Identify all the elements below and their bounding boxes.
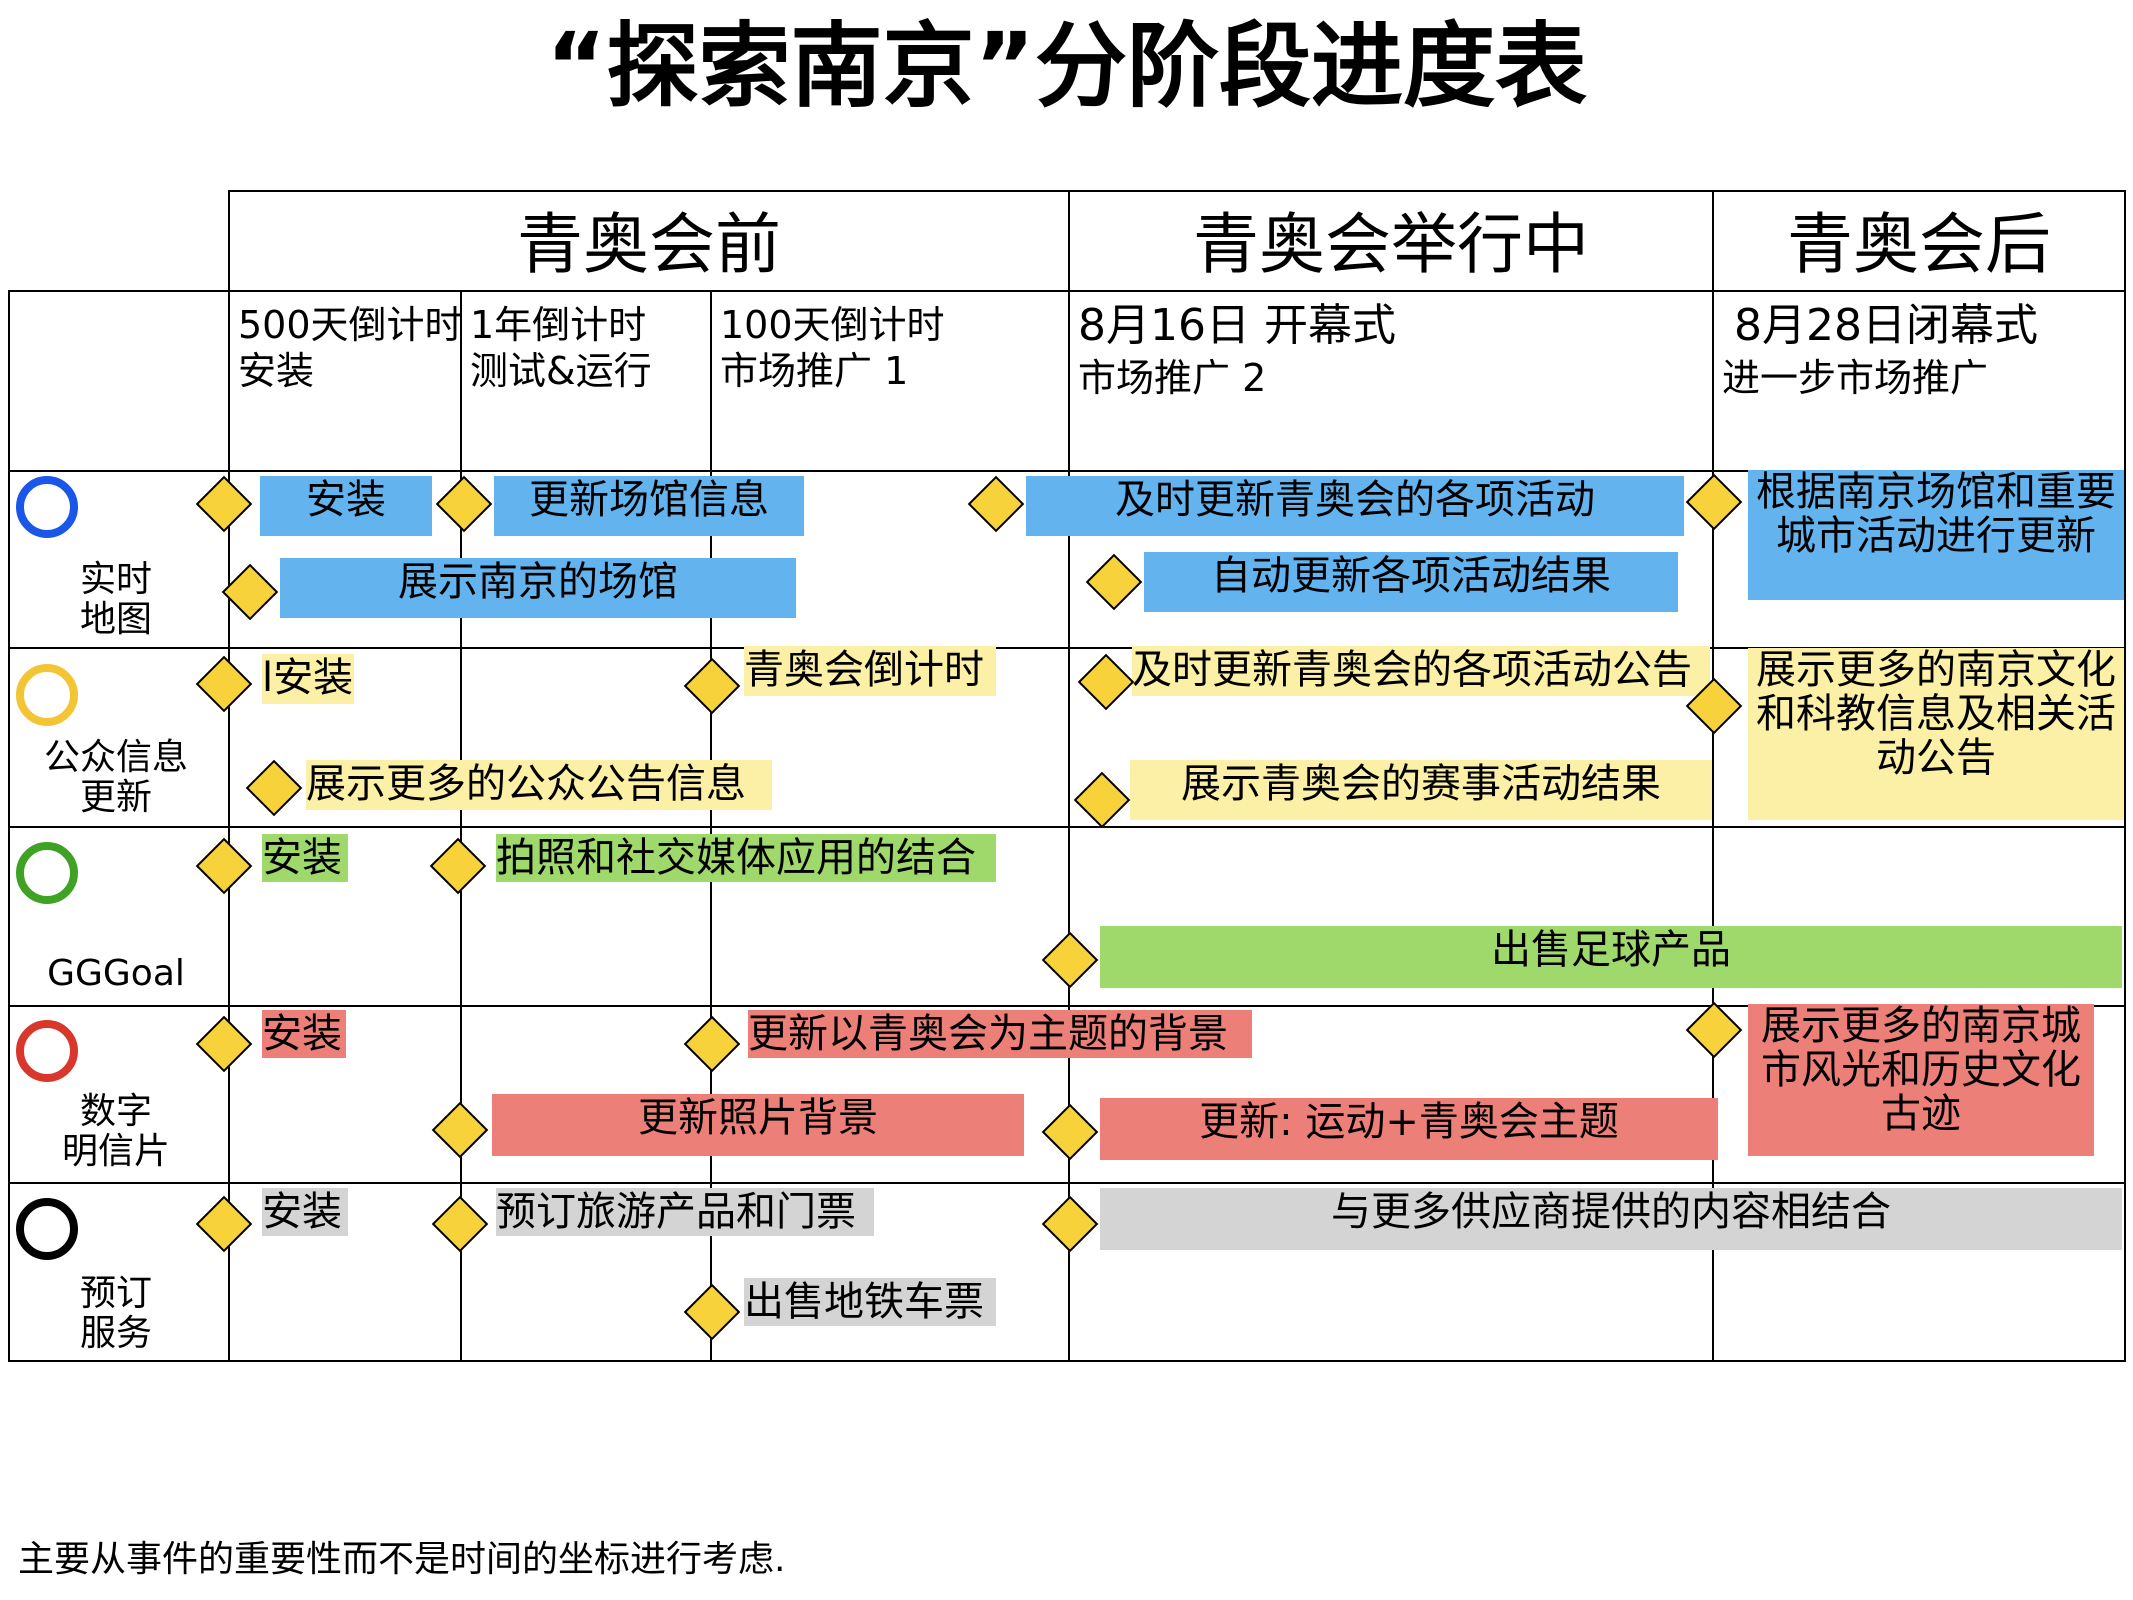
milestone-diamond-icon: [195, 837, 253, 895]
milestone-diamond-icon: [1041, 1103, 1099, 1161]
row-label: 实时地图: [79, 559, 152, 640]
milestone-diamond-icon: [683, 1283, 741, 1341]
milestone-diamond-icon: [967, 475, 1025, 533]
task-bar: 展示青奥会的赛事活动结果: [1130, 760, 1712, 820]
task-bar: 自动更新各项活动结果: [1144, 552, 1678, 612]
task-bar: 与更多供应商提供的内容相结合: [1100, 1188, 2122, 1250]
row-label: 公众信息更新: [43, 737, 188, 818]
milestone-diamond-icon: [1073, 771, 1131, 829]
task-bar: 安装: [262, 1010, 346, 1058]
task-bar: 青奥会倒计时: [744, 646, 996, 696]
page-title: “探索南京”分阶段进度表: [546, 13, 1587, 120]
task-bar: 出售地铁车票: [744, 1278, 996, 1326]
milestone-diamond-icon: [1085, 553, 1143, 611]
milestone-diamond-icon: [683, 1015, 741, 1073]
milestone-diamond-icon: [1685, 473, 1743, 531]
milestone-closing: 8月28日闭幕式进一步市场推广: [1722, 300, 2038, 400]
milestone-diamond-icon: [1041, 931, 1099, 989]
milestone-diamond-icon: [683, 657, 741, 715]
task-bar: 安装: [260, 476, 432, 536]
task-bar: 拍照和社交媒体应用的结合: [496, 834, 996, 882]
task-bar: 出售足球产品: [1100, 926, 2122, 988]
red-circle-icon: [16, 1020, 78, 1082]
task-bar: 展示更多的南京文化和科教信息及相关活动公告: [1748, 648, 2124, 820]
milestone-diamond-icon: [1041, 1195, 1099, 1253]
milestone-diamond-icon: [1077, 653, 1135, 711]
milestone-diamond-icon: [195, 1015, 253, 1073]
green-circle-icon: [16, 842, 78, 904]
milestone-opening: 8月16日 开幕式市场推广 2: [1078, 300, 1396, 400]
task-bar: 根据南京场馆和重要城市活动进行更新: [1748, 470, 2124, 600]
blue-circle-icon: [16, 476, 78, 538]
task-bar: 展示南京的场馆: [280, 558, 796, 618]
phase-after: 青奥会后: [1787, 206, 2051, 283]
milestone-diamond-icon: [431, 1195, 489, 1253]
task-bar: 更新: 运动+青奥会主题: [1100, 1098, 1718, 1160]
task-bar: 及时更新青奥会的各项活动: [1026, 476, 1684, 536]
milestone-500days: 500天倒计时安装: [238, 303, 463, 393]
task-bar: 更新以青奥会为主题的背景: [748, 1010, 1252, 1058]
task-bar: 更新场馆信息: [494, 476, 804, 536]
black-circle-icon: [16, 1198, 78, 1260]
milestone-diamond-icon: [195, 1195, 253, 1253]
footer-note: 主要从事件的重要性而不是时间的坐标进行考虑.: [18, 1539, 786, 1580]
row-label: 预订服务: [79, 1273, 152, 1354]
row-label: 数字明信片: [61, 1091, 170, 1172]
task-bar: 预订旅游产品和门票: [496, 1188, 874, 1236]
milestone-100days: 100天倒计时市场推广 1: [720, 303, 945, 393]
milestone-diamond-icon: [431, 1101, 489, 1159]
task-bar: 展示更多的公众公告信息: [306, 760, 772, 810]
task-bar: 安装: [262, 834, 348, 882]
milestone-diamond-icon: [1685, 1001, 1743, 1059]
task-bar: 及时更新青奥会的各项活动公告: [1132, 646, 1710, 696]
milestone-diamond-icon: [195, 475, 253, 533]
milestone-diamond-icon: [195, 655, 253, 713]
milestone-diamond-icon: [435, 475, 493, 533]
phase-before: 青奥会前: [517, 206, 781, 283]
task-bar: 安装: [262, 1188, 348, 1236]
milestone-1year: 1年倒计时测试&运行: [470, 303, 652, 393]
task-bar: 更新照片背景: [492, 1094, 1024, 1156]
yellow-circle-icon: [16, 664, 78, 726]
task-bar: 展示更多的南京城市风光和历史文化古迹: [1748, 1004, 2094, 1156]
milestone-diamond-icon: [221, 563, 279, 621]
phase-during: 青奥会举行中: [1193, 206, 1589, 283]
milestone-diamond-icon: [245, 759, 303, 817]
row-label: GGGoal: [47, 953, 185, 994]
task-bar: l安装: [262, 654, 354, 704]
milestone-diamond-icon: [429, 837, 487, 895]
